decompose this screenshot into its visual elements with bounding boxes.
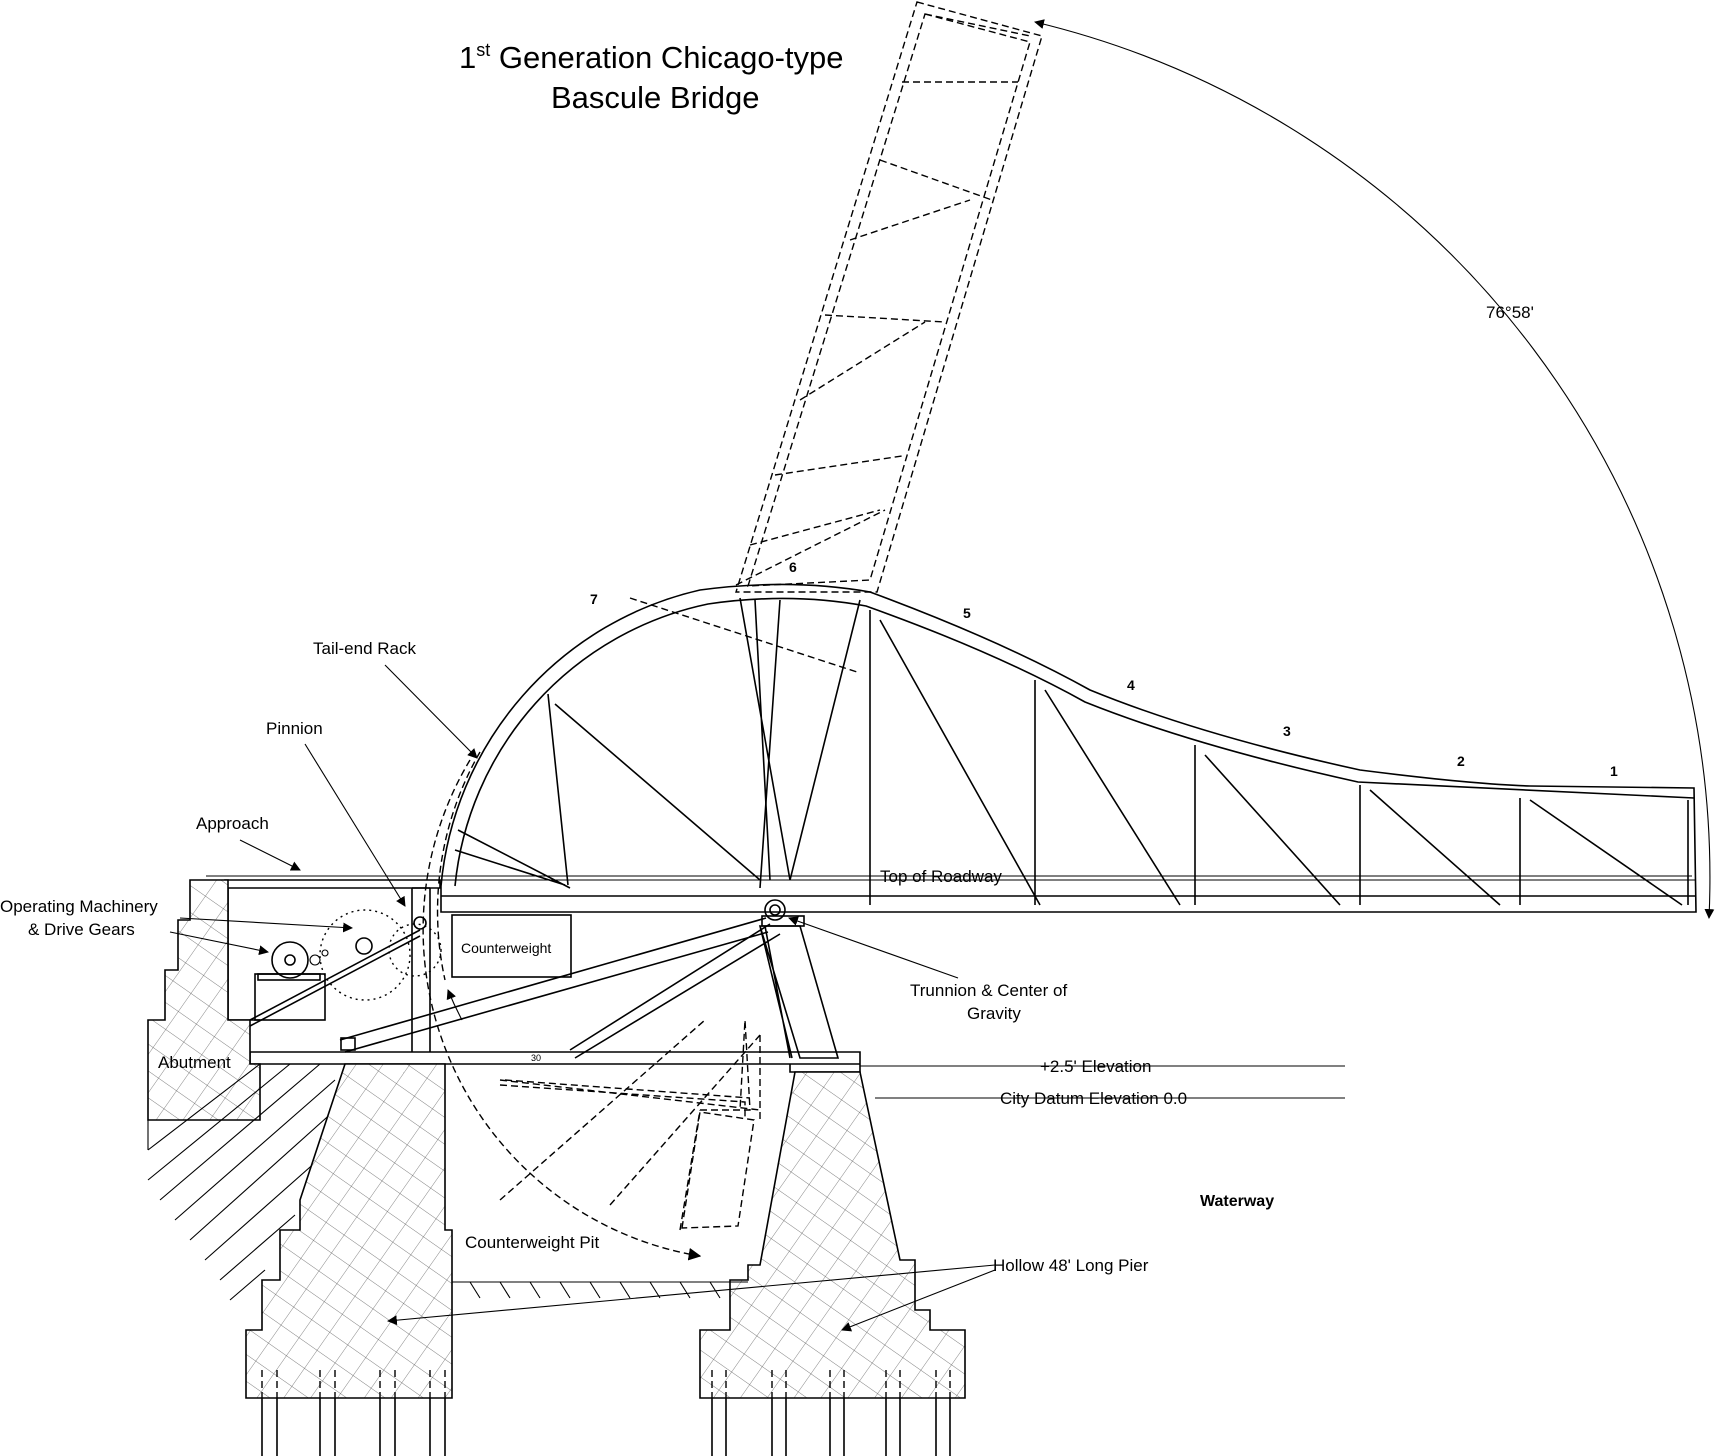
housing-brace-2 <box>249 935 421 1027</box>
panel-number-1: 1 <box>1610 763 1618 779</box>
operating-machinery-leader-1 <box>179 917 353 933</box>
panel-number-7: 7 <box>590 591 598 607</box>
pinnion-leader <box>304 743 406 907</box>
tail-end-rack-arc <box>422 759 702 1261</box>
tail-end-rack-leader <box>384 664 478 759</box>
raised-leaf-position <box>499 1 1043 1231</box>
strut-foot <box>340 1037 356 1051</box>
hollow-pier-label: Hollow 48' Long Pier <box>993 1256 1149 1275</box>
top-of-roadway-label: Top of Roadway <box>880 867 1002 886</box>
trunnion-support <box>758 925 840 1059</box>
ground-hatching <box>147 1063 340 1301</box>
pier-right-piles <box>711 1370 951 1456</box>
panel-number-3: 3 <box>1283 723 1291 739</box>
elevation-25-label: +2.5' Elevation <box>1040 1057 1151 1076</box>
operating-machinery <box>254 909 442 1021</box>
rack-rotation-arrow <box>446 989 463 1021</box>
operating-machinery-label-1: Operating Machinery <box>0 897 158 916</box>
city-datum-label: City Datum Elevation 0.0 <box>1000 1089 1187 1108</box>
panel-number-6: 6 <box>789 559 797 575</box>
hollow-pier-leader-right <box>841 1269 996 1332</box>
diagram-title-line1: 1st Generation Chicago-type <box>459 40 844 75</box>
machinery-housing <box>227 887 431 1052</box>
operating-machinery-leader-2 <box>169 931 269 956</box>
waterway-label: Waterway <box>1200 1193 1274 1210</box>
hollow-pier-leader-left <box>387 1264 996 1326</box>
roadway-deck <box>249 1051 861 1073</box>
panel-number-5: 5 <box>963 605 971 621</box>
counterweight-block <box>451 914 572 978</box>
trunnion <box>761 899 805 927</box>
pier-right <box>699 1071 966 1399</box>
counterweight-struts <box>339 917 781 1059</box>
approach-leader <box>239 839 301 871</box>
lowered-leaf-truss <box>440 583 1697 913</box>
trunnion-label-1: Trunnion & Center of <box>910 981 1067 1000</box>
rotation-angle-label: 76°58' <box>1486 303 1534 322</box>
trunnion-label-2: Gravity <box>967 1004 1021 1023</box>
panel-number-2: 2 <box>1457 753 1465 769</box>
tail-end-rack-label: Tail-end Rack <box>313 639 416 658</box>
pier-left-piles <box>261 1370 446 1456</box>
counterweight-pit-label: Counterweight Pit <box>465 1233 599 1252</box>
pinnion-label: Pinnion <box>266 719 323 738</box>
counterweight-pit-floor <box>452 1281 748 1299</box>
pier-left <box>245 1063 453 1399</box>
panel-number-4: 4 <box>1127 677 1135 693</box>
housing-brace <box>249 929 421 1021</box>
counterweight-label: Counterweight <box>461 940 551 956</box>
approach-label: Approach <box>196 814 269 833</box>
approach-deck <box>224 879 441 889</box>
operating-machinery-label-2: & Drive Gears <box>28 920 135 939</box>
rotation-angle-arc <box>1034 19 1715 919</box>
trunnion-leader <box>788 916 959 979</box>
abutment-label: Abutment <box>158 1053 231 1072</box>
strut-mark: 30 <box>531 1053 541 1063</box>
diagram-title-line2: Bascule Bridge <box>551 80 760 115</box>
abutment-structure <box>147 879 261 1121</box>
